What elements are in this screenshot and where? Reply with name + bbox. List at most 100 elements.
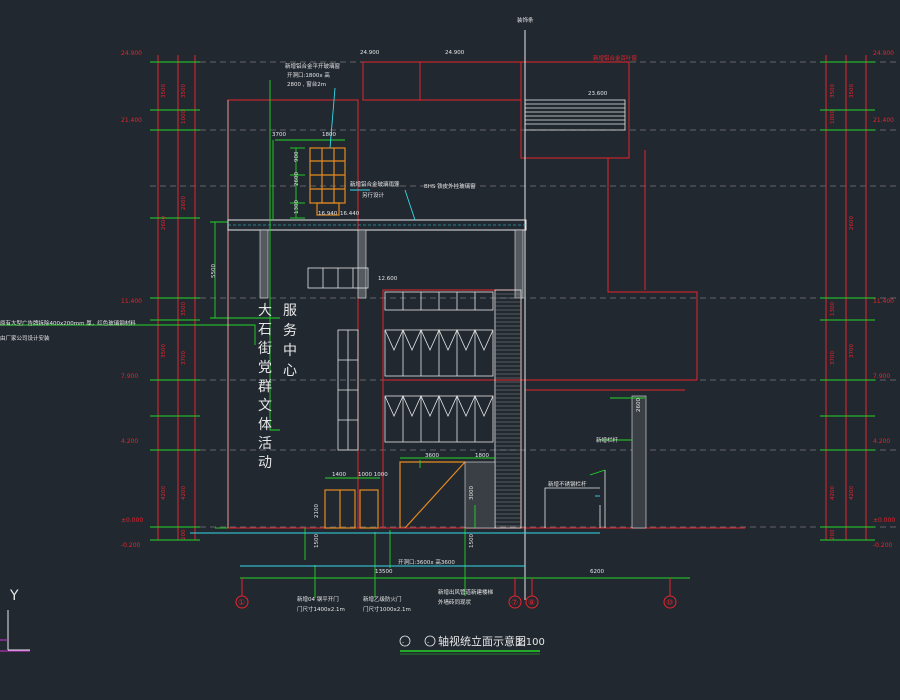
stair-tower — [494, 289, 522, 529]
elev-16940: 16.940 — [318, 211, 338, 217]
left-outer-dim-4: 4200 — [161, 486, 167, 500]
dim-3000: 3000 — [469, 486, 475, 500]
sign-left-char-3: 街 — [258, 341, 272, 357]
signage-big: 服 务 中 心 — [283, 303, 297, 379]
note-sign-2: 由厂家公司设计安装 — [0, 334, 50, 342]
left-level-7: -0.200 — [121, 542, 141, 549]
right-dim-1: 3500 — [830, 84, 836, 98]
signage-left: 大 石 街 党 群 文 体 活 动 — [258, 303, 272, 471]
left-dim-3: 2600 — [181, 196, 187, 210]
sign-left-char-7: 体 — [258, 417, 272, 433]
curtain-wall — [384, 291, 494, 443]
note-fire-door-2: 门尺寸1000x2.1m — [363, 605, 411, 613]
right-outer-dim-4: 4200 — [849, 486, 855, 500]
axis-bubbles — [235, 578, 677, 609]
note-window-1: 新增铝合金平开玻璃窗 — [285, 62, 341, 70]
right-level-7: -0.200 — [873, 542, 893, 549]
note-door-2: 门尺寸1400x2.1m — [297, 605, 345, 613]
dim-2600b: 2600 — [636, 398, 642, 412]
note-louver: 新增铝合金百叶窗 — [593, 54, 638, 62]
right-dim-5: 4200 — [830, 486, 836, 500]
right-level-4: 7.900 — [873, 373, 890, 380]
sign-left-char-1: 大 — [258, 303, 272, 319]
top-elev-1: 24.900 — [360, 50, 380, 56]
right-column — [631, 395, 647, 529]
ucs-axis-icon: Y — [0, 588, 30, 652]
left-level-1: 24.900 — [121, 50, 142, 57]
dim-900: 900 — [294, 151, 300, 162]
right-dim-3: 1300 — [830, 302, 836, 316]
right-level-5: 4.200 — [873, 438, 890, 445]
dim-1300: 1300 — [294, 200, 300, 214]
left-dim-4: 3500 — [181, 302, 187, 316]
dim-1400: 1400 — [332, 472, 346, 478]
title-block: - - 轴视统立面示意图 1:100 — [399, 634, 545, 655]
inner-dimensions: 3700 1800 900 2600 1300 5500 16.940 16.4… — [211, 50, 642, 575]
top-elev-2: 24.900 — [445, 50, 465, 56]
note-door-1: 新增04 钢平开门 — [297, 595, 339, 603]
axis-bubble-1-label: ① — [238, 598, 245, 607]
dim-1800b: 1800 — [475, 453, 489, 459]
left-outer-dim-3: 3500 — [161, 344, 167, 358]
building-outline — [227, 61, 745, 529]
dim-3600: 3600 — [425, 453, 439, 459]
left-level-4: 7.900 — [121, 373, 138, 380]
sign-char-1: 服 — [283, 303, 297, 319]
dim-3700: 3700 — [272, 132, 286, 138]
left-outer-dim-2: 2600 — [161, 216, 167, 230]
left-dim-7: 200 — [181, 529, 187, 540]
note-canopy-2: 另行设计 — [362, 191, 385, 199]
right-level-1: 24.900 — [873, 50, 894, 57]
note-window-3: 2800 , 窗台2m — [287, 80, 326, 88]
left-dimension-chain: 24.900 21.400 11.400 7.900 4.200 ±0.000 … — [121, 50, 200, 549]
ground-doors — [324, 489, 379, 529]
left-dim-5: 3700 — [181, 351, 187, 365]
note-railing: 新增栏杆 — [596, 436, 619, 444]
note-stair-2: 外墙砖同现状 — [438, 598, 472, 606]
axis-bubble-7 — [508, 595, 522, 609]
ucs-y-label: Y — [9, 588, 19, 604]
note-window-2: 开洞口:1800x 高 — [287, 71, 330, 79]
dim-1000x2: 1000 1000 — [358, 472, 388, 478]
dim-5500: 5500 — [211, 264, 217, 278]
left-level-2: 21.400 — [121, 117, 142, 124]
sign-char-2: 务 — [283, 323, 297, 339]
ground-opening — [399, 461, 466, 529]
axis-bubble-7-label: ⑦ — [511, 598, 518, 607]
right-outer-dim-3: 3700 — [849, 344, 855, 358]
note-fire-door-1: 新增乙级防火门 — [363, 595, 402, 603]
stone-pier — [464, 461, 496, 529]
right-dim-4: 3700 — [830, 351, 836, 365]
axis-bubble-8 — [525, 595, 539, 609]
drawing-title: 轴视统立面示意图 — [438, 634, 526, 648]
total-13500: 13500 — [375, 569, 393, 575]
note-trim: 装饰条 — [517, 16, 534, 24]
dim-1500b: 1500 — [469, 534, 475, 548]
left-dim-6: 4200 — [181, 486, 187, 500]
louver-window — [309, 147, 346, 216]
right-level-6: ±0.000 — [873, 517, 895, 524]
left-level-6: ±0.000 — [121, 517, 143, 524]
sign-left-char-5: 群 — [258, 379, 272, 395]
note-bhs: BHS 铁皮外挂玻璃窗 — [424, 182, 476, 190]
dim-1500: 1500 — [314, 534, 320, 548]
sign-left-char-8: 活 — [258, 436, 272, 452]
note-stair-1: 新增出风管道新建楼梯 — [438, 588, 494, 596]
narrow-window — [337, 329, 359, 451]
elev-23600: 23.600 — [588, 91, 608, 97]
sign-left-char-4: 党 — [258, 360, 272, 376]
right-outer-dim-1: 3500 — [849, 84, 855, 98]
left-outer-dim-1: 3500 — [161, 84, 167, 98]
dim-1800: 1800 — [322, 132, 336, 138]
left-level-5: 4.200 — [121, 438, 138, 445]
dim-2600: 2600 — [294, 172, 300, 186]
left-dim-1: 3500 — [181, 84, 187, 98]
sign-char-4: 心 — [283, 363, 297, 379]
right-dim-6: 200 — [830, 529, 836, 540]
axis-bubble-8-label: ⑧ — [528, 598, 535, 607]
leader-lines — [0, 80, 690, 598]
right-dim-2: 1000 — [830, 110, 836, 124]
sign-char-3: 中 — [283, 343, 297, 359]
